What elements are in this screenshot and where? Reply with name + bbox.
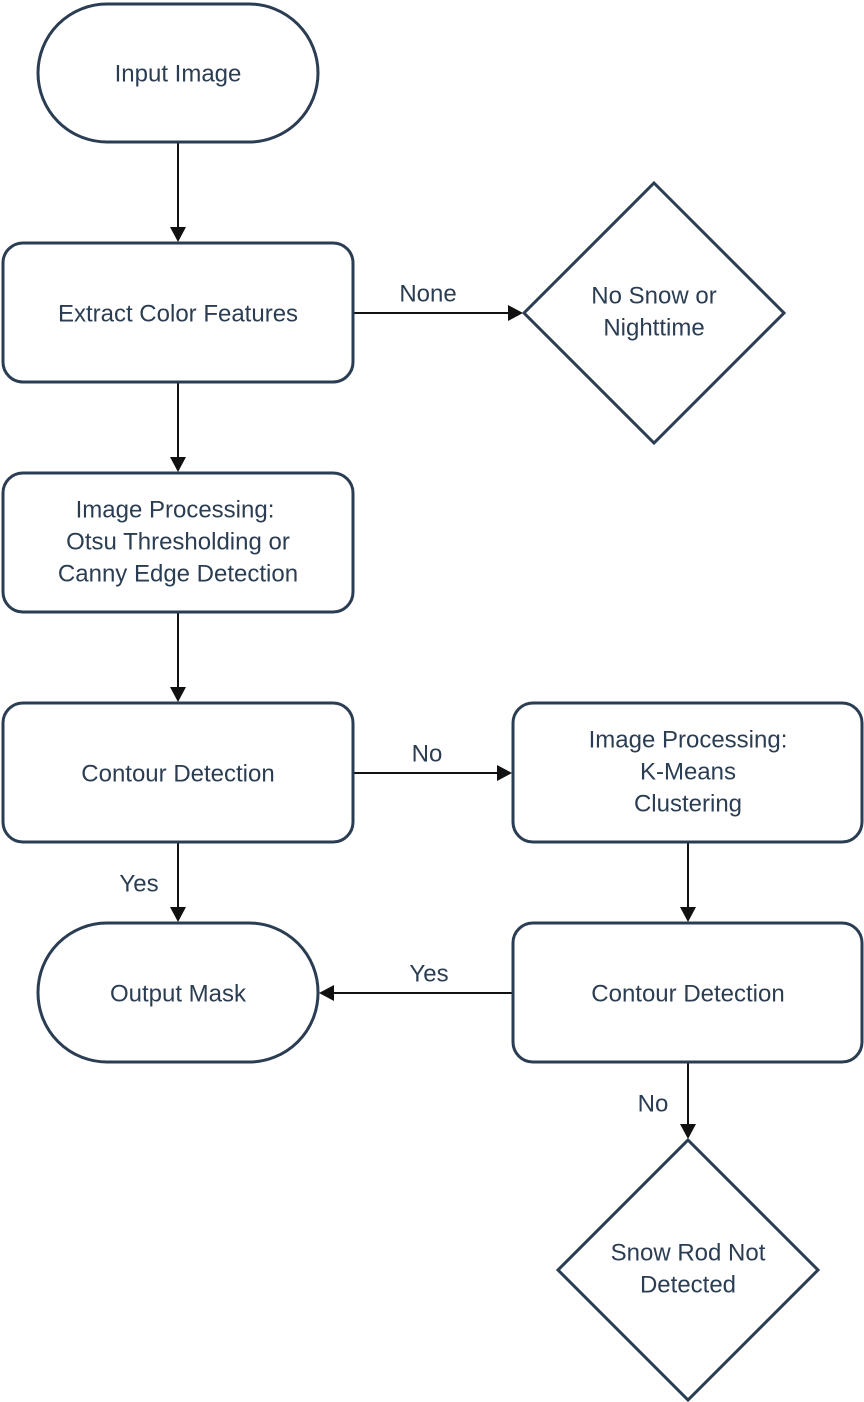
edge-label-no-1: No [412,740,443,767]
node-label-line-1: No Snow or [591,282,716,309]
node-label: Output Mask [110,980,247,1007]
edge-contour2-to-notdetected: No [638,1063,696,1139]
node-label-line-1: Image Processing: [76,496,275,523]
edge-kmeans-to-contour2 [680,843,696,922]
node-label-line-2: Otsu Thresholding or [66,528,290,555]
node-label-line-1: Image Processing: [589,726,788,753]
node-label-line-2: Detected [640,1271,736,1298]
edge-label-yes-2: Yes [409,960,448,987]
node-output-mask: Output Mask [36,921,320,1064]
edge-otsu-to-contour1 [170,613,186,702]
node-contour-detection-1: Contour Detection [1,701,355,844]
node-image-processing-kmeans: Image Processing: K-Means Clustering [511,701,864,844]
node-label-line-3: Clustering [634,790,742,817]
edge-contour1-to-output: Yes [119,843,186,922]
edge-extract-to-nosnow: None [354,280,523,321]
node-input-image: Input Image [36,2,320,144]
edge-contour2-to-output: Yes [319,960,512,1001]
edge-label-no-2: No [638,1090,669,1117]
node-label: Contour Detection [81,760,274,787]
edge-input-to-extract [170,143,186,242]
node-label: Extract Color Features [58,300,298,327]
node-extract-color-features: Extract Color Features [1,241,355,384]
node-label-line-2: Nighttime [603,314,704,341]
edge-label-none: None [399,280,456,307]
edge-contour1-to-kmeans: No [354,740,512,781]
node-label-line-3: Canny Edge Detection [58,560,298,587]
node-snow-rod-not-detected: Snow Rod Not Detected [555,1137,821,1402]
node-no-snow-nighttime: No Snow or Nighttime [521,180,787,446]
node-label-line-1: Snow Rod Not [611,1239,766,1266]
node-label-line-2: K-Means [640,758,736,785]
edge-label-yes-1: Yes [119,870,158,897]
node-label: Contour Detection [591,980,784,1007]
node-label: Input Image [115,60,242,87]
edge-extract-to-otsu [170,383,186,472]
node-contour-detection-2: Contour Detection [511,921,864,1064]
node-image-processing-otsu: Image Processing: Otsu Thresholding or C… [1,471,355,614]
